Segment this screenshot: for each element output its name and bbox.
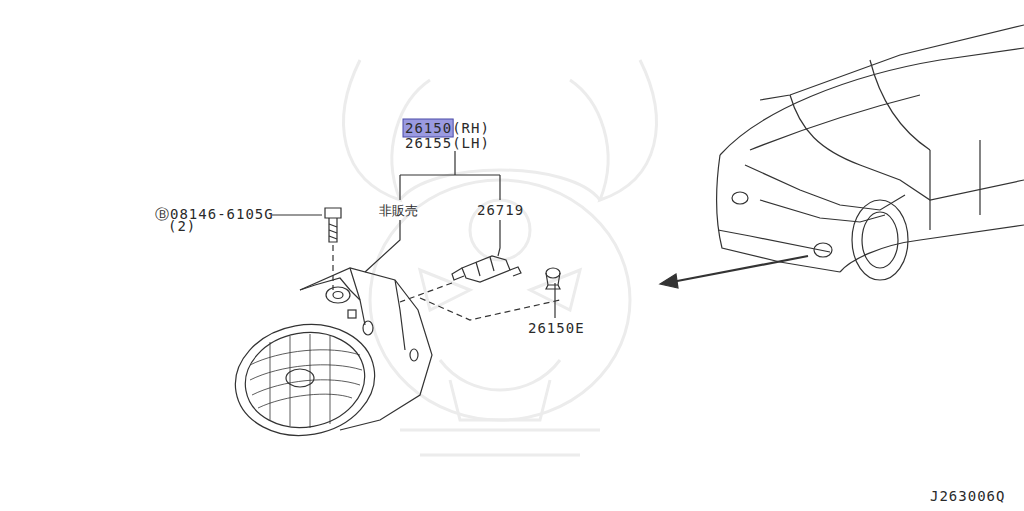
grommet <box>546 268 560 289</box>
pointer-arrow <box>672 256 808 282</box>
watermark <box>344 60 657 455</box>
diagram-code: J263006Q <box>930 489 1005 504</box>
part-number: 26155(LH) <box>405 136 490 151</box>
leader-line <box>400 151 500 200</box>
part-number: 26150E <box>528 321 585 336</box>
car <box>716 25 1024 280</box>
bolt <box>325 208 341 242</box>
dashed-line <box>332 245 333 290</box>
arrow-head <box>660 274 678 288</box>
quantity-label: (2) <box>168 219 196 234</box>
leader-line <box>272 214 322 215</box>
dashed-line <box>400 283 560 320</box>
leader-line <box>365 220 400 272</box>
bulb <box>452 256 521 282</box>
leader-line <box>498 220 500 256</box>
part-number: 26150(RH) <box>405 121 490 136</box>
fog-lamp <box>227 268 432 446</box>
part-number: 26719 <box>477 203 524 218</box>
note-label: 非販売 <box>379 203 418 218</box>
